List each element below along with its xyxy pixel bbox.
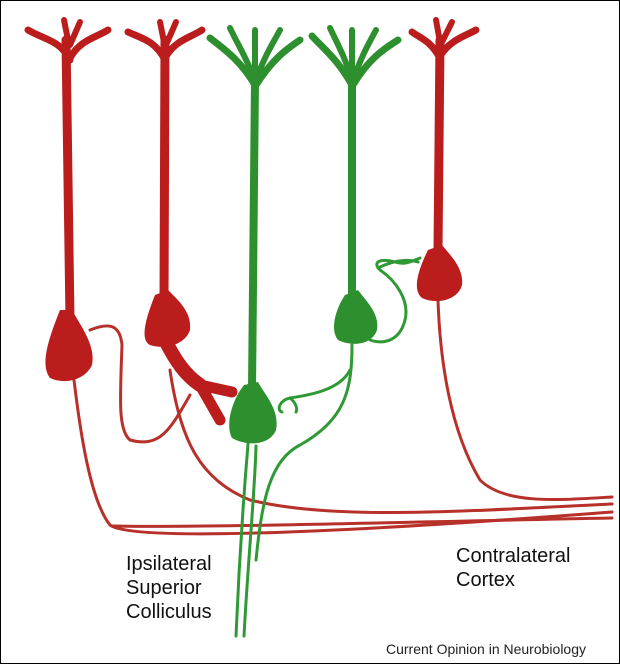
- green-collateral-branch: [290, 398, 297, 412]
- red-axon-long: [112, 518, 612, 526]
- ipsilateral-line-1: Ipsilateral: [126, 552, 212, 576]
- contralateral-line-2: Cortex: [456, 568, 571, 592]
- green-axons: [236, 258, 420, 636]
- ipsilateral-line-3: Colliculus: [126, 600, 212, 624]
- green-axon-neuron-4: [256, 345, 352, 560]
- journal-credit: Current Opinion in Neurobiology: [386, 641, 586, 657]
- ipsilateral-superior-colliculus-label: Ipsilateral Superior Colliculus: [126, 552, 212, 624]
- green-loop-to-neuron-5: [370, 258, 420, 342]
- ipsilateral-line-2: Superior: [126, 576, 212, 600]
- green-neuron-4: [312, 28, 398, 344]
- contralateral-line-1: Contralateral: [456, 544, 571, 568]
- red-axon-neuron-5: [438, 300, 612, 500]
- green-neurons: [210, 28, 398, 443]
- green-neuron-3: [210, 28, 300, 443]
- green-collateral-to-neuron-3: [279, 370, 350, 412]
- red-neuron-5: [412, 20, 476, 301]
- contralateral-cortex-label: Contralateral Cortex: [456, 544, 571, 592]
- red-neuron-2: [128, 22, 232, 420]
